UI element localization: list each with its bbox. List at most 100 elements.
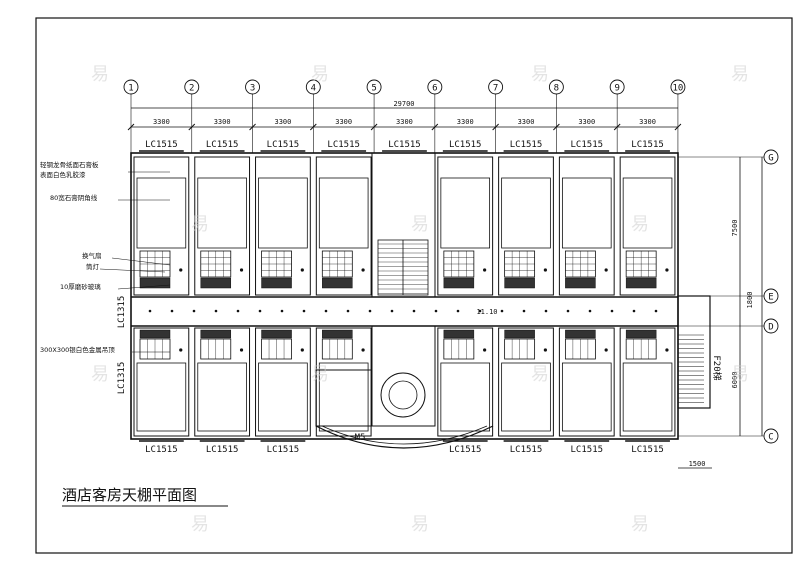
watermark-glyph: 易 bbox=[411, 514, 429, 535]
watermark-glyph: 易 bbox=[631, 514, 649, 535]
frosted-glass-band bbox=[625, 329, 657, 339]
annotation-leaders bbox=[99, 171, 171, 353]
leader-line bbox=[99, 268, 166, 273]
watermark-glyph: 易 bbox=[411, 214, 429, 235]
annotation-exhaust-fan: 换气扇 bbox=[82, 251, 102, 260]
downlight-icon bbox=[543, 348, 547, 352]
room-ceiling-panel bbox=[258, 362, 308, 432]
drawing-title: 酒店客房天棚平面图 bbox=[62, 486, 197, 504]
lobby-ceiling-circle bbox=[380, 372, 426, 418]
corridor-downlight-icon bbox=[390, 309, 394, 313]
corridor-window-left-1: LC1315 bbox=[117, 296, 127, 329]
entrance-canopy-arc-inner bbox=[321, 425, 488, 445]
guest-room bbox=[619, 156, 676, 296]
annotation-gypsum-molding: 80宽石膏阴角线 bbox=[50, 193, 98, 202]
guest-room bbox=[315, 156, 372, 296]
corridor-downlight-icon bbox=[412, 309, 416, 313]
room-ceiling-panel bbox=[258, 177, 308, 249]
watermark-glyph: 易 bbox=[731, 64, 749, 85]
bay-dimension: 3300 bbox=[639, 118, 656, 126]
corridor-window-left-2: LC1315 bbox=[117, 362, 127, 395]
stair-label: F20梯 bbox=[711, 355, 723, 380]
frosted-glass-band bbox=[625, 277, 657, 289]
frosted-glass-band bbox=[139, 329, 171, 339]
drawing-frame bbox=[35, 17, 793, 554]
axis-label-E: E bbox=[768, 293, 773, 303]
bay-dimension: 3300 bbox=[518, 118, 535, 126]
watermark-layer: 易易易易易易易易易易易易易易 bbox=[91, 64, 749, 535]
corridor-downlight-icon bbox=[500, 309, 504, 313]
annotation-downlight: 筒灯 bbox=[86, 262, 100, 271]
room-ceiling-panel bbox=[561, 177, 612, 249]
corridor-downlight-icon bbox=[258, 309, 262, 313]
axis-label-G: G bbox=[768, 154, 773, 164]
building-outline bbox=[130, 152, 679, 440]
corridor-downlight-icon bbox=[368, 309, 372, 313]
corridor-downlight-icon bbox=[346, 309, 350, 313]
window-label-top: LC1515 bbox=[145, 140, 178, 150]
frosted-glass-band bbox=[504, 277, 535, 289]
watermark-glyph: 易 bbox=[311, 364, 329, 385]
guest-room bbox=[498, 156, 554, 296]
window-label-bottom: LC1515 bbox=[510, 445, 543, 455]
guest-room bbox=[437, 156, 494, 296]
room-ceiling-panel bbox=[622, 177, 673, 249]
watermark-glyph: 易 bbox=[531, 64, 549, 85]
window-label-bottom: LC1515 bbox=[206, 445, 239, 455]
bay-dimension: 3300 bbox=[214, 118, 231, 126]
room-ceiling-panel bbox=[440, 177, 491, 249]
watermark-glyph: 易 bbox=[191, 214, 209, 235]
annotation-metal-ceiling: 300X300银白色金属吊顶 bbox=[40, 345, 115, 354]
frosted-glass-band bbox=[322, 329, 353, 339]
leader-line bbox=[111, 257, 171, 266]
frosted-glass-band bbox=[565, 277, 596, 289]
downlight-icon bbox=[361, 268, 365, 272]
corridor-downlight-icon bbox=[566, 309, 570, 313]
window-label-top: LC1515 bbox=[388, 140, 421, 150]
bay-dimension: 3300 bbox=[457, 118, 474, 126]
corridor-downlight-icon bbox=[214, 309, 218, 313]
window-label-top: LC1515 bbox=[571, 140, 604, 150]
axis-label-C: C bbox=[768, 433, 773, 443]
watermark-glyph: 易 bbox=[91, 64, 109, 85]
window-label-bottom: LC1515 bbox=[145, 445, 178, 455]
frosted-glass-band bbox=[504, 329, 535, 339]
frosted-glass-band bbox=[322, 277, 353, 289]
downlight-icon bbox=[300, 268, 304, 272]
downlight-icon bbox=[604, 268, 608, 272]
bottom-right-dim: 1500 bbox=[689, 460, 706, 468]
corridor-downlight-icon bbox=[544, 309, 548, 313]
room-ceiling-panel bbox=[318, 362, 369, 432]
frosted-glass-band bbox=[443, 329, 475, 339]
window-label-bottom: LC1515 bbox=[449, 445, 482, 455]
window-label-top: LC1515 bbox=[631, 140, 664, 150]
corridor-downlight-icon bbox=[192, 309, 196, 313]
right-dim-1800: 1800 bbox=[746, 292, 754, 309]
guest-room bbox=[437, 327, 494, 437]
downlight-icon bbox=[239, 348, 244, 352]
room-ceiling-panel bbox=[501, 362, 551, 432]
guest-room bbox=[558, 156, 615, 296]
room-ceiling-panel bbox=[440, 362, 491, 432]
watermark-glyph: 易 bbox=[191, 514, 209, 535]
axis-label-9: 9 bbox=[614, 84, 619, 94]
level-label: 11.10 bbox=[476, 308, 497, 316]
corridor-downlight-icon bbox=[588, 309, 592, 313]
corridor-downlight-icon bbox=[236, 309, 240, 313]
downlight-icon bbox=[543, 268, 547, 272]
window-label-top: LC1515 bbox=[510, 140, 543, 150]
frosted-glass-band bbox=[200, 329, 232, 339]
entrance-canopy-arc bbox=[315, 425, 494, 449]
frosted-glass-band bbox=[261, 277, 292, 289]
downlight-icon bbox=[300, 348, 304, 352]
axis-label-3: 3 bbox=[250, 84, 255, 94]
right-dim-6000: 6000 bbox=[731, 372, 739, 389]
annex-stair bbox=[678, 334, 704, 403]
annotation-frosted-glass: 10厚磨砂玻璃 bbox=[60, 282, 101, 291]
frosted-glass-band bbox=[565, 329, 596, 339]
watermark-glyph: 易 bbox=[311, 64, 329, 85]
frosted-glass-band bbox=[200, 277, 232, 289]
annotation-latex-paint: 表面白色乳胶漆 bbox=[40, 170, 86, 179]
axis-label-5: 5 bbox=[371, 84, 376, 94]
